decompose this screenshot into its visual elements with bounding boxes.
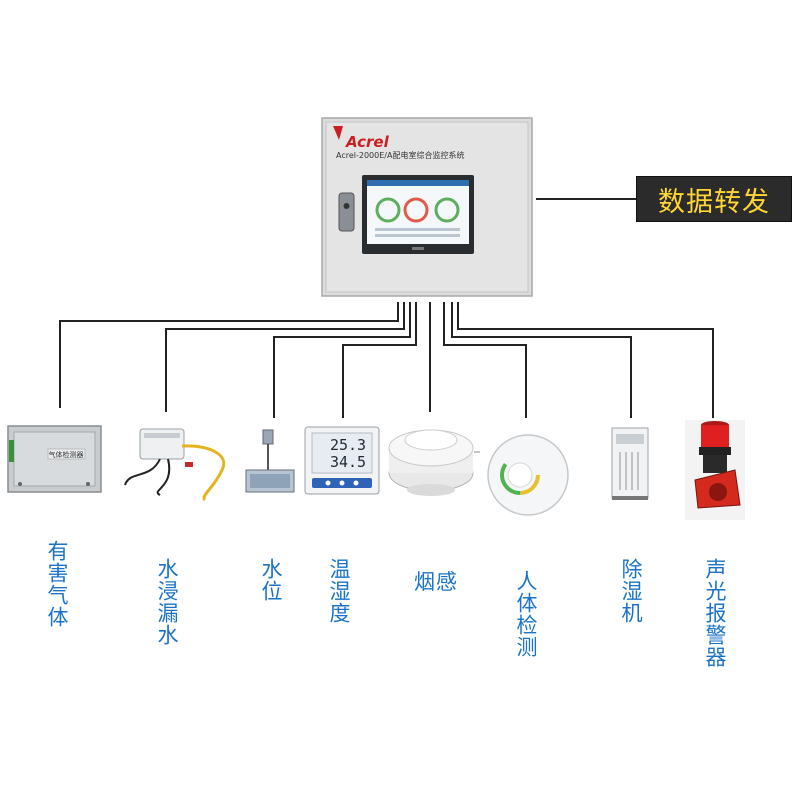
line-water-level [273, 302, 411, 418]
label-human-detect: 人体检测 [514, 570, 538, 658]
label-alarm: 声光报警器 [703, 558, 727, 668]
label-water-leak: 水浸漏水 [155, 558, 179, 646]
alarm-device [685, 420, 745, 520]
cabinet-handle[interactable] [338, 192, 355, 232]
dehumidifier-device [611, 427, 649, 500]
line-dehumidifier [451, 302, 632, 418]
label-gas: 有害气体 [45, 540, 69, 628]
gauge-icon [375, 197, 401, 223]
humidity-readout: 34.5 [330, 453, 366, 471]
water-leak-device [124, 428, 226, 502]
line-gas [59, 302, 399, 408]
line-temp-humidity [342, 302, 417, 418]
line-alarm [457, 302, 714, 418]
temp-humidity-device: 25.3 34.5 [304, 426, 380, 495]
human-detector-device [487, 434, 569, 516]
system-model-text: Acrel-2000E/A配电室综合监控系统 [336, 151, 465, 160]
temperature-readout: 25.3 [330, 436, 366, 454]
gas-panel-text: 气体检测器 [49, 450, 84, 459]
gauge-icon [403, 197, 429, 223]
smoke-detector-device [388, 429, 480, 496]
keyhole-icon [343, 203, 350, 209]
data-forwarding-label: 数据转发 [658, 186, 770, 218]
water-level-device [245, 429, 295, 493]
label-dehumidifier: 除湿机 [619, 558, 643, 624]
acrel-logo-icon [333, 126, 343, 140]
label-smoke: 烟感 [414, 570, 458, 594]
touch-screen[interactable] [362, 175, 474, 254]
line-water-leak [165, 302, 405, 412]
line-human-detect [443, 302, 527, 418]
control-cabinet [321, 117, 533, 297]
data-forwarding-box[interactable]: 数据转发 [636, 176, 792, 222]
gauge-icon [434, 197, 460, 223]
brand-logo: Acrel [346, 133, 389, 151]
label-temp-humidity: 温湿度 [327, 558, 351, 624]
gas-detector-device: 气体检测器 [7, 425, 102, 493]
connection-lines [59, 198, 714, 418]
label-water-level: 水位 [259, 558, 283, 602]
